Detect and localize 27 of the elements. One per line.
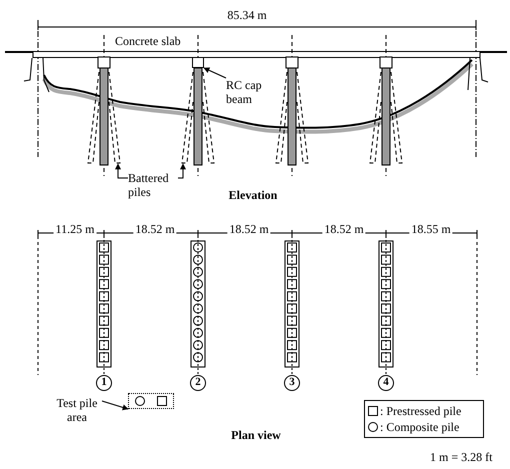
pier-number: 2 — [190, 375, 206, 391]
scale-note: 1 m = 3.28 ft — [429, 451, 494, 464]
callout-text: RC cap beam — [226, 78, 272, 106]
pier-number: 4 — [378, 375, 394, 391]
legend-text: : Prestressed pile — [380, 404, 462, 418]
callout-text: Test pile area — [52, 396, 102, 424]
dimension-text: 18.52 m — [227, 223, 271, 236]
leader-arrow — [178, 163, 186, 178]
part-name: Concrete slab — [114, 35, 182, 48]
dimension-text: 18.52 m — [322, 223, 366, 236]
dimension-text: 18.55 m — [409, 223, 453, 236]
dimension-text: 18.52 m — [133, 223, 177, 236]
leader-arrow — [115, 163, 128, 178]
callout-text: Battered piles — [128, 171, 178, 199]
leader-arrow — [203, 68, 226, 78]
battered-pile — [108, 72, 122, 164]
pier-number: 1 — [96, 375, 112, 391]
leader-arrow — [102, 400, 129, 410]
view-title: Plan view — [230, 429, 282, 442]
cap-beam — [192, 57, 204, 68]
battered-pile — [180, 72, 194, 164]
test-pile-area-box — [128, 393, 174, 409]
pier-number: 3 — [284, 375, 300, 391]
dimension-text: 85.34 m — [226, 9, 268, 22]
dimension-text: 11.25 m — [54, 223, 96, 236]
legend-text: : Composite pile — [380, 420, 460, 434]
view-title: Elevation — [228, 189, 278, 202]
